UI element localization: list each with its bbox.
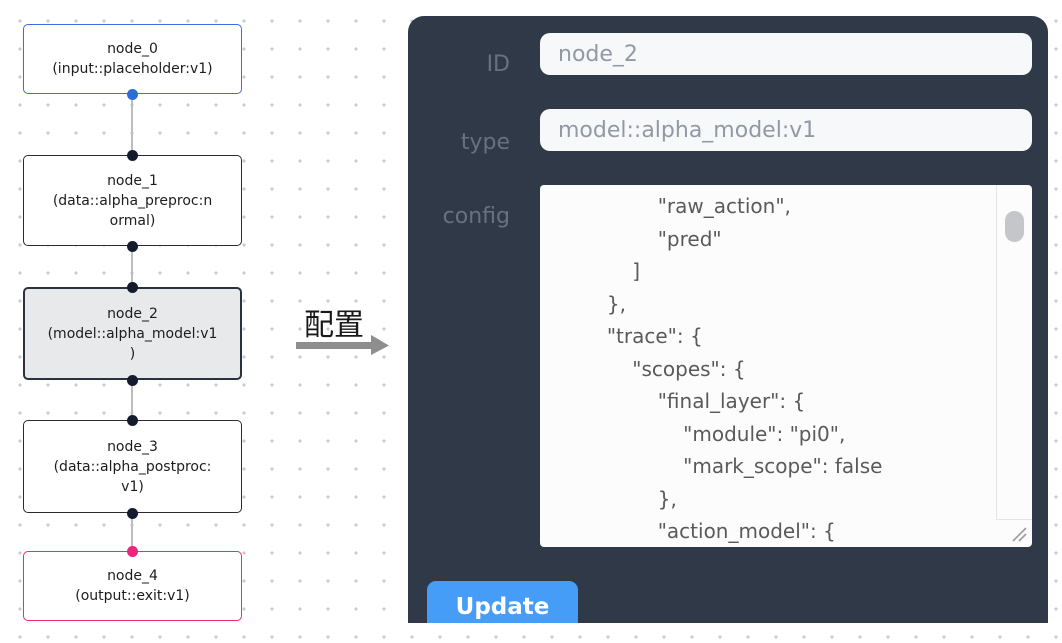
node2-target-handle[interactable] bbox=[127, 282, 138, 293]
node-title: node_1 bbox=[107, 172, 158, 189]
config-textarea[interactable]: "raw_action", "pred" ] }, "trace": { "sc… bbox=[540, 185, 1032, 547]
node-subtitle: (data::alpha_preproc:n ormal) bbox=[52, 192, 213, 229]
flow-node-node4[interactable]: node_4 (output::exit:v1) bbox=[23, 551, 242, 621]
node1-target-handle[interactable] bbox=[127, 150, 138, 161]
resize-grip-icon[interactable] bbox=[1009, 524, 1029, 544]
node-config-panel: ID type config "raw_action", "pred" ] },… bbox=[408, 16, 1048, 623]
id-label: ID bbox=[486, 52, 510, 77]
flow-node-node2-selected[interactable]: node_2 (model::alpha_model:v1 ) bbox=[23, 287, 242, 380]
edge-node1-node2 bbox=[131, 246, 133, 287]
config-label: config bbox=[442, 204, 510, 229]
configure-label: 配置 bbox=[304, 308, 364, 343]
node4-target-handle[interactable] bbox=[127, 546, 138, 557]
node-subtitle: (data::alpha_postproc: v1) bbox=[53, 458, 212, 495]
node-title: node_3 bbox=[107, 438, 158, 455]
right-arrow-icon bbox=[296, 335, 389, 355]
node-title: node_0 bbox=[107, 41, 158, 57]
node-title: node_4 bbox=[107, 568, 158, 584]
node-title: node_2 bbox=[107, 305, 158, 322]
node0-source-handle[interactable] bbox=[127, 89, 138, 100]
config-scrollbar-thumb[interactable] bbox=[1005, 211, 1024, 242]
id-input[interactable] bbox=[540, 33, 1032, 75]
config-scrollbar-track[interactable] bbox=[996, 185, 1032, 520]
edge-node0-node1 bbox=[131, 94, 133, 155]
node-subtitle: (input::placeholder:v1) bbox=[52, 61, 213, 77]
flow-node-node0[interactable]: node_0 (input::placeholder:v1) bbox=[23, 24, 242, 94]
type-input[interactable] bbox=[540, 109, 1032, 151]
edge-node3-node4 bbox=[131, 513, 133, 551]
node-subtitle: (output::exit:v1) bbox=[75, 588, 190, 604]
node2-source-handle[interactable] bbox=[127, 375, 138, 386]
node3-source-handle[interactable] bbox=[127, 508, 138, 519]
edge-node2-node3 bbox=[131, 380, 133, 420]
config-json-text: "raw_action", "pred" ] }, "trace": { "sc… bbox=[606, 194, 883, 543]
node-subtitle: (model::alpha_model:v1 ) bbox=[47, 325, 218, 362]
node1-source-handle[interactable] bbox=[127, 241, 138, 252]
flow-node-node1[interactable]: node_1 (data::alpha_preproc:n ormal) bbox=[23, 155, 242, 246]
node3-target-handle[interactable] bbox=[127, 415, 138, 426]
flow-node-node3[interactable]: node_3 (data::alpha_postproc: v1) bbox=[23, 420, 242, 513]
type-label: type bbox=[460, 130, 510, 155]
update-button[interactable]: Update bbox=[427, 581, 578, 623]
